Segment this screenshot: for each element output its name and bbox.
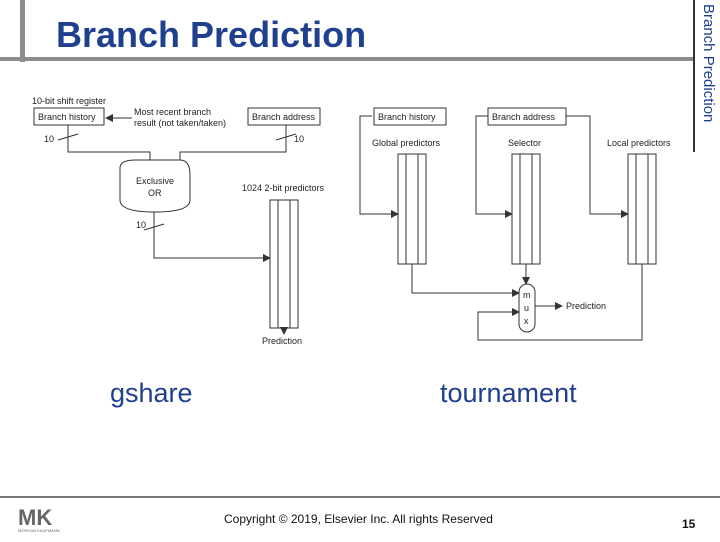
tournament-local-table [627, 153, 657, 265]
side-title-band [693, 0, 720, 152]
slide-title: Branch Prediction [56, 14, 367, 55]
gshare-most-recent-line2: result (not taken/taken) [134, 118, 226, 128]
gshare-bits-xor: 10 [136, 220, 146, 230]
gshare-bits-history: 10 [44, 134, 54, 144]
gshare-bits-address: 10 [294, 134, 304, 144]
gshare-xor-block [119, 159, 191, 213]
branch-prediction-diagram: 10-bit shift register Branch history Mos… [32, 96, 671, 346]
tournament-mux-u: u [524, 303, 529, 313]
tournament-mux-x: x [524, 316, 529, 326]
publisher-logo: MK MORGAN KAUFMANN [18, 505, 60, 533]
tournament-local-predictors-label: Local predictors [607, 138, 671, 148]
gshare-branch-address-box [247, 107, 321, 126]
gshare-shift-register-label: 10-bit shift register [32, 96, 106, 106]
copyright-text: Copyright © 2019, Elsevier Inc. All righ… [224, 512, 493, 526]
gshare-most-recent-line1: Most recent branch [134, 107, 211, 117]
gshare-prediction-label: Prediction [262, 336, 302, 346]
gshare-branch-address-label: Branch address [252, 112, 316, 122]
publisher-logo-mark: MK [18, 505, 52, 530]
tournament-selector-label: Selector [508, 138, 541, 148]
decorative-bar-horizontal [0, 57, 695, 61]
gshare-xor-line2: OR [148, 188, 162, 198]
tournament-branch-history-label: Branch history [378, 112, 436, 122]
gshare-predictors-label: 1024 2-bit predictors [242, 183, 325, 193]
gshare-caption: gshare [110, 378, 193, 408]
decorative-bar-vertical [20, 0, 25, 62]
tournament-global-predictors-label: Global predictors [372, 138, 441, 148]
tournament-caption: tournament [440, 378, 577, 408]
footer [0, 496, 720, 542]
tournament-branch-address-label: Branch address [492, 112, 556, 122]
tournament-diagram: Branch history Branch address Global pre… [359, 107, 671, 341]
publisher-logo-subtext: MORGAN KAUFMANN [18, 528, 60, 533]
tournament-branch-history-box [373, 107, 447, 126]
gshare-xor-line1: Exclusive [136, 176, 174, 186]
gshare-branch-history-box [33, 107, 105, 126]
gshare-branch-history-label: Branch history [38, 112, 96, 122]
gshare-predictor-table [269, 199, 299, 329]
page-number: 15 [682, 517, 696, 531]
tournament-prediction-label: Prediction [566, 301, 606, 311]
tournament-mux-m: m [523, 290, 531, 300]
side-title: Branch Prediction [700, 4, 717, 123]
tournament-selector-table [511, 153, 541, 265]
tournament-global-table [397, 153, 427, 265]
gshare-diagram: 10-bit shift register Branch history Mos… [32, 96, 325, 346]
